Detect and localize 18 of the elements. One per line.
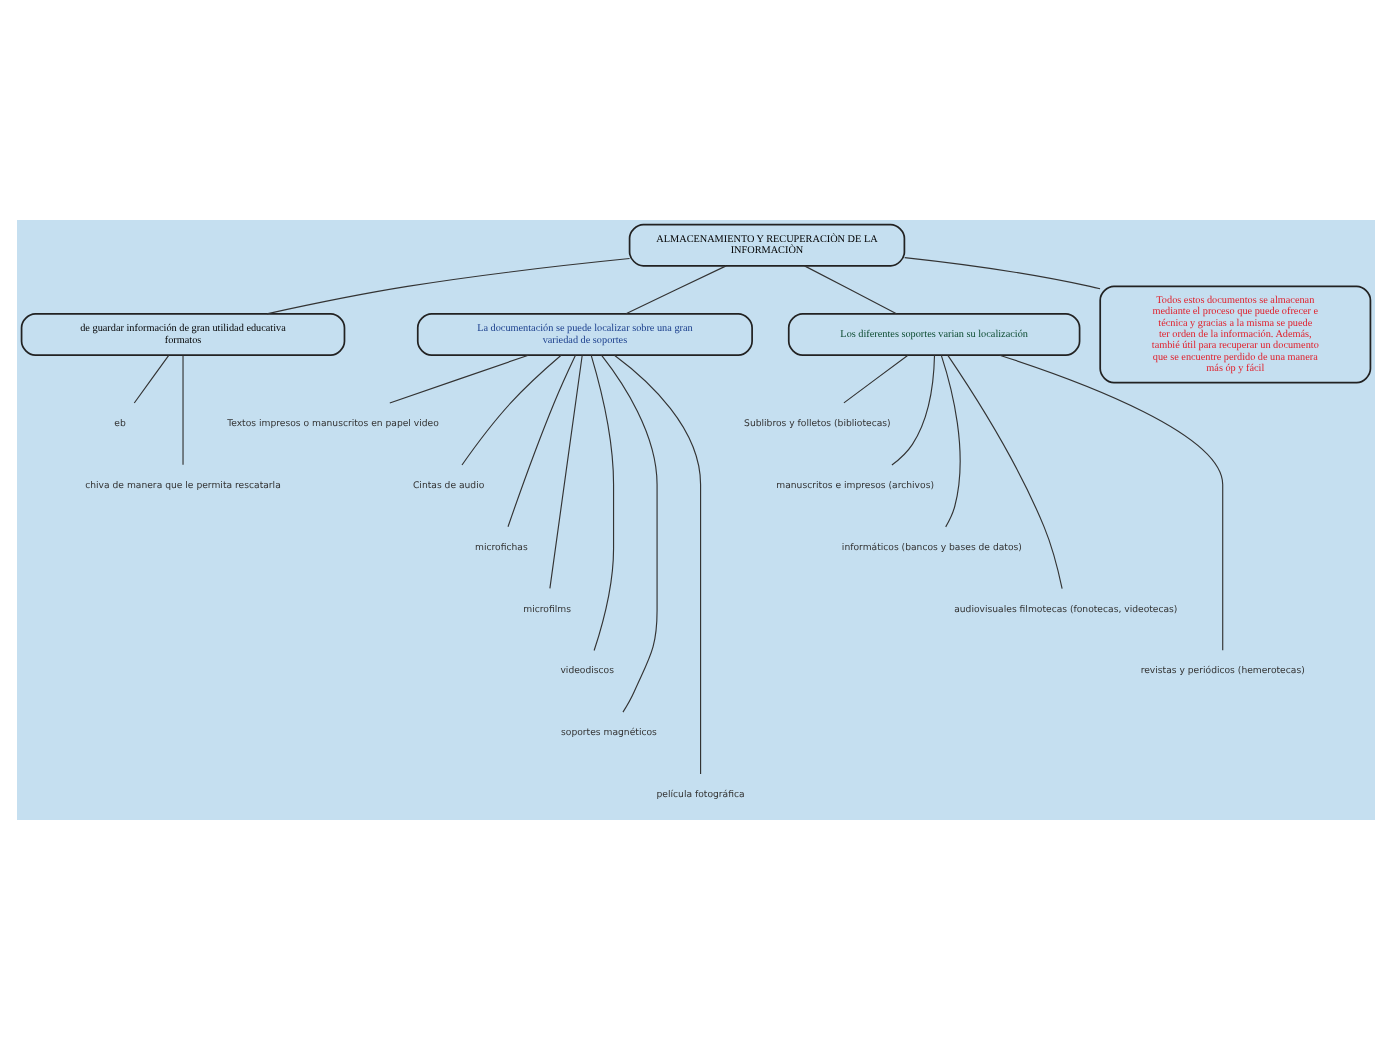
connector — [999, 354, 1224, 651]
connector — [389, 354, 529, 404]
connector — [266, 257, 631, 315]
connector — [940, 354, 961, 528]
connector — [803, 265, 898, 315]
connector — [461, 354, 562, 466]
connector — [613, 354, 702, 775]
connector — [590, 354, 615, 652]
connector — [843, 354, 909, 404]
connector — [549, 354, 583, 589]
connector — [947, 354, 1063, 590]
connector — [133, 354, 170, 404]
connector — [507, 354, 577, 528]
connector — [601, 354, 658, 713]
connector — [904, 257, 1101, 290]
connector — [182, 354, 184, 466]
connector — [625, 265, 727, 315]
connector — [891, 354, 936, 466]
